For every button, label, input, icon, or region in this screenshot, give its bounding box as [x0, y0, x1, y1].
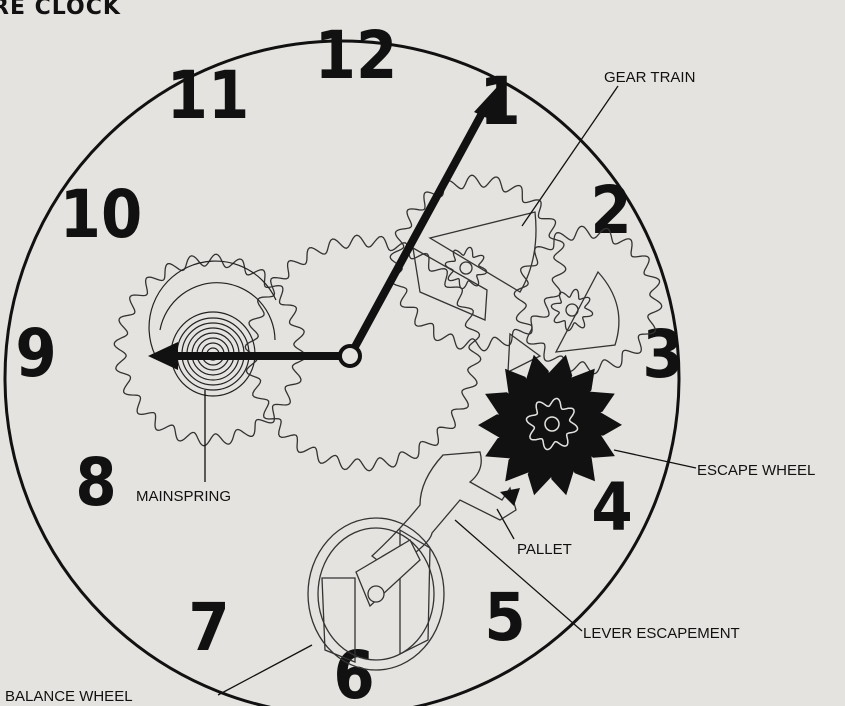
clock-face	[5, 41, 679, 706]
minute-hand	[350, 106, 486, 356]
mainspring-coil	[149, 261, 276, 396]
mainspring-label: MAINSPRING	[136, 488, 231, 505]
pallet-label: PALLET	[517, 541, 572, 558]
balance-staff	[368, 586, 384, 602]
balance-wheel-label: BALANCE WHEEL	[5, 688, 133, 705]
numeral-7: 7	[188, 589, 229, 666]
escape-wheel-label: ESCAPE WHEEL	[697, 462, 815, 479]
numeral-6: 6	[333, 637, 374, 706]
numeral-4: 4	[591, 469, 632, 546]
numeral-10: 10	[60, 176, 143, 253]
escape-wheel-leader	[614, 450, 696, 468]
hour-hand-tip	[148, 342, 178, 370]
hand-pivot	[340, 346, 360, 366]
third-pinion-hub	[460, 262, 472, 274]
numeral-11: 11	[167, 57, 250, 134]
fourth-gear	[514, 226, 661, 373]
gear-train-label: GEAR TRAIN	[604, 69, 695, 86]
diagram-title: RE CLOCK	[0, 0, 121, 20]
lever-escapement-label: LEVER ESCAPEMENT	[583, 625, 740, 642]
numeral-3: 3	[642, 316, 683, 393]
balance-wheel-leader	[218, 645, 312, 695]
numeral-8: 8	[75, 444, 116, 521]
numeral-12: 12	[315, 17, 398, 94]
third-gear-crossing	[413, 248, 487, 320]
numeral-5: 5	[484, 579, 525, 656]
fourth-gear-cutout	[556, 272, 619, 352]
numeral-9: 9	[15, 315, 56, 392]
